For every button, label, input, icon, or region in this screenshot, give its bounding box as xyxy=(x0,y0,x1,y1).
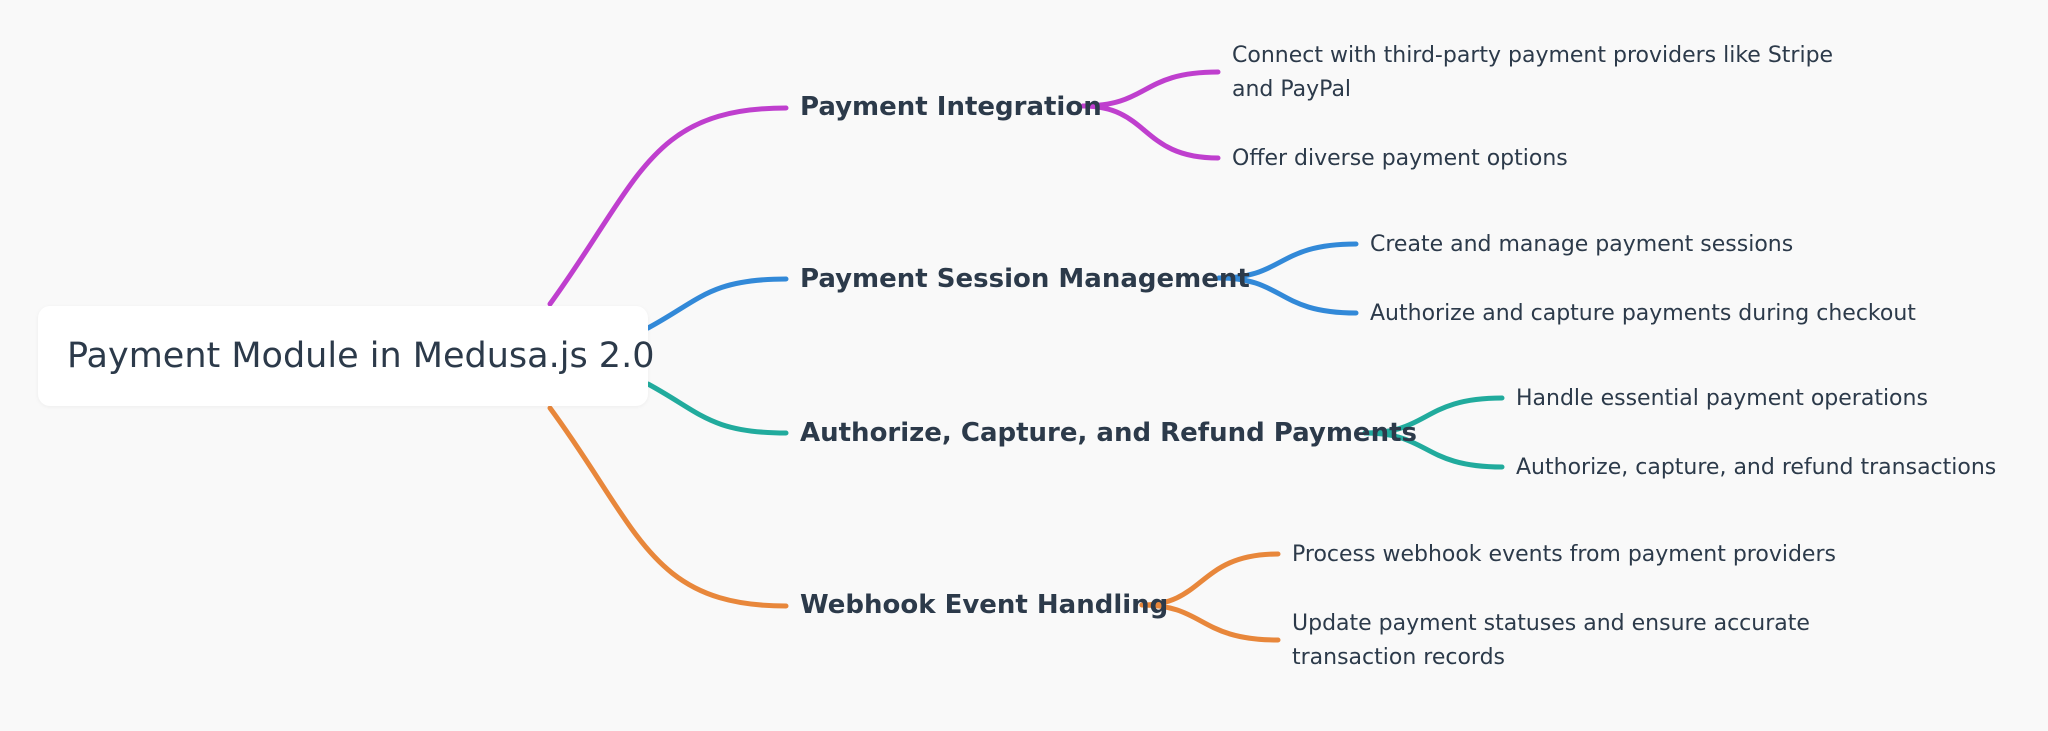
branch-payment-session-management[interactable]: Payment Session Management xyxy=(800,264,1250,294)
leaf-authorize-capture-refund-1[interactable]: Handle essential payment operations xyxy=(1516,386,1928,411)
root-to-payment-integration-connector xyxy=(547,105,789,307)
root-node-title: Payment Module in Medusa.js 2.0 xyxy=(67,336,655,376)
root-to-authorize-capture-refund-connector xyxy=(645,381,789,436)
branch-authorize-capture-refund[interactable]: Authorize, Capture, and Refund Payments xyxy=(800,418,1417,448)
authorize-capture-refund-leaf-2-connector xyxy=(1362,430,1505,470)
session-management-leaf-2-connector xyxy=(1216,275,1359,316)
webhook-handling-leaf-1-connector xyxy=(1139,551,1281,608)
leaf-session-management-2[interactable]: Authorize and capture payments during ch… xyxy=(1370,301,1916,326)
branch-webhook-event-handling[interactable]: Webhook Event Handling xyxy=(800,590,1169,620)
session-management-leaf-1-connector xyxy=(1216,241,1359,281)
authorize-capture-refund-leaf-1-connector xyxy=(1362,395,1505,436)
leaf-payment-integration-2[interactable]: Offer diverse payment options xyxy=(1232,146,1568,171)
leaf-webhook-handling-2[interactable]: Update payment statuses and ensure accur… xyxy=(1292,611,1810,670)
branch-payment-integration[interactable]: Payment Integration xyxy=(800,92,1102,122)
payment-integration-leaf-2-connector xyxy=(1080,103,1221,161)
leaf-payment-integration-1[interactable]: Connect with third-party payment provide… xyxy=(1232,43,1834,102)
root-node[interactable]: Payment Module in Medusa.js 2.0 xyxy=(38,306,654,406)
webhook-handling-leaf-2-connector xyxy=(1139,602,1281,643)
root-to-session-management-connector xyxy=(645,276,789,331)
leaf-authorize-capture-refund-2[interactable]: Authorize, capture, and refund transacti… xyxy=(1516,455,1997,480)
root-to-webhook-handling-connector xyxy=(547,405,789,609)
payment-integration-leaf-1-connector xyxy=(1080,69,1221,109)
leaf-webhook-handling-1[interactable]: Process webhook events from payment prov… xyxy=(1292,542,1836,567)
leaf-session-management-1[interactable]: Create and manage payment sessions xyxy=(1370,232,1794,257)
